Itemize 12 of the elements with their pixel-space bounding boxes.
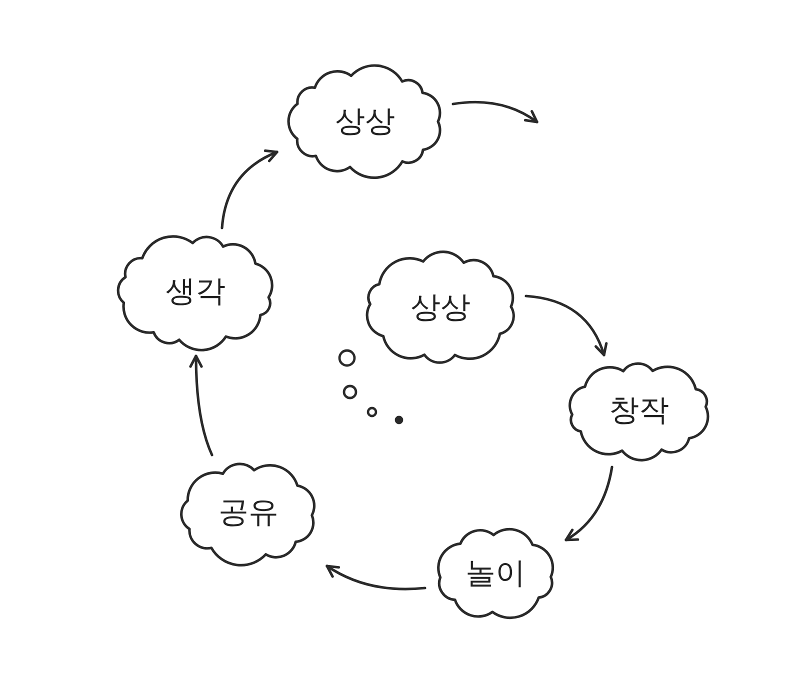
node-label: 상상: [335, 104, 395, 139]
arrow: [220, 150, 278, 230]
arrow: [326, 564, 426, 590]
arrow: [189, 354, 214, 456]
arrow: [564, 466, 614, 542]
node-label: 놀이: [466, 556, 526, 591]
node-label: 상상: [410, 290, 470, 326]
node-label: 창작: [609, 394, 669, 428]
node-label: 공유: [218, 496, 278, 530]
node-label: 생각: [166, 274, 226, 310]
arrow: [524, 294, 608, 356]
arrow: [452, 100, 538, 124]
